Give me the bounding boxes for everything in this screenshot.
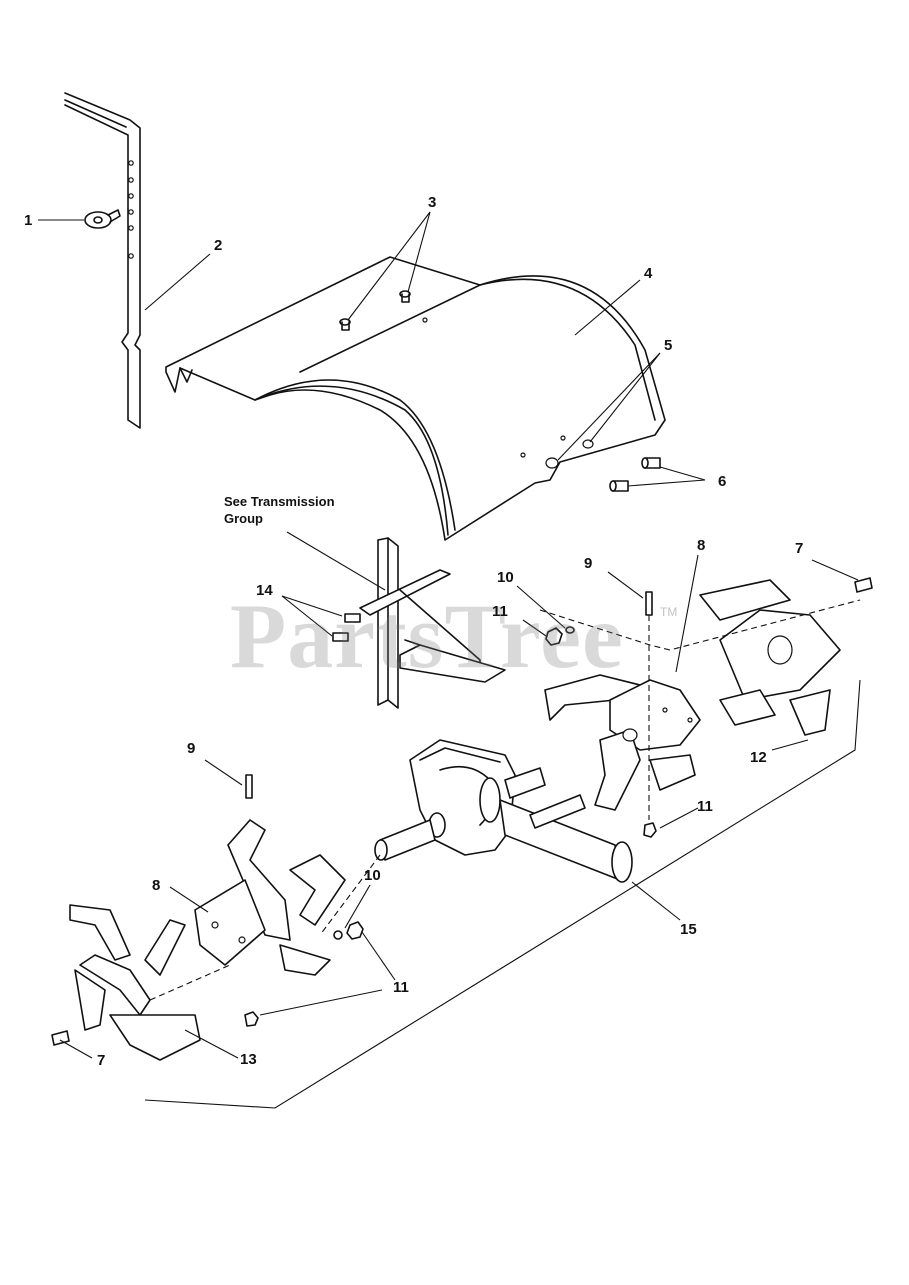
clevis-pin: [245, 591, 653, 799]
leader-lines: [38, 211, 861, 1109]
wing-nut: [84, 209, 121, 229]
callout-14: 14: [256, 582, 273, 599]
hardware: [244, 626, 657, 1027]
callout-6: 6: [718, 473, 727, 490]
watermark-trademark: TM: [660, 605, 678, 619]
callout-4: 4: [644, 265, 653, 282]
stud: [332, 613, 361, 642]
note-line-2: Group: [224, 510, 263, 526]
callout-15: 15: [680, 921, 697, 938]
callout-12: 12: [750, 749, 767, 766]
depth-bar: [64, 92, 141, 429]
callout-11-left: 11: [393, 979, 409, 996]
callout-3: 3: [428, 194, 437, 211]
callout-9-left: 9: [187, 740, 196, 757]
callout-10-right: 10: [497, 569, 514, 586]
callout-5: 5: [664, 337, 673, 354]
gearbox: [374, 739, 546, 861]
tine-shield: [165, 256, 666, 541]
callout-10-left: 10: [364, 867, 381, 884]
callout-13: 13: [240, 1051, 257, 1068]
carriage-bolt: [339, 290, 411, 331]
callout-8-left: 8: [152, 877, 161, 894]
callout-7-left: 7: [97, 1052, 106, 1069]
callout-8-right: 8: [697, 537, 706, 554]
tine-bolt: [51, 577, 873, 1046]
transmission-note: See Transmission Group: [224, 494, 335, 528]
watermark: PartsTree: [230, 585, 624, 687]
callout-1: 1: [24, 212, 33, 229]
callout-11-right-top: 11: [492, 603, 508, 620]
callout-9-right: 9: [584, 555, 593, 572]
callout-11-right-bottom: 11: [697, 798, 713, 815]
tine-shaft: [319, 794, 633, 936]
transmission-frame: [359, 537, 506, 709]
left-tine: [69, 819, 346, 1061]
callout-7-right: 7: [795, 540, 804, 557]
callout-2: 2: [214, 237, 223, 254]
note-line-1: See Transmission: [224, 494, 335, 509]
right-tine: [544, 579, 841, 811]
shield-bolt: [609, 457, 661, 492]
